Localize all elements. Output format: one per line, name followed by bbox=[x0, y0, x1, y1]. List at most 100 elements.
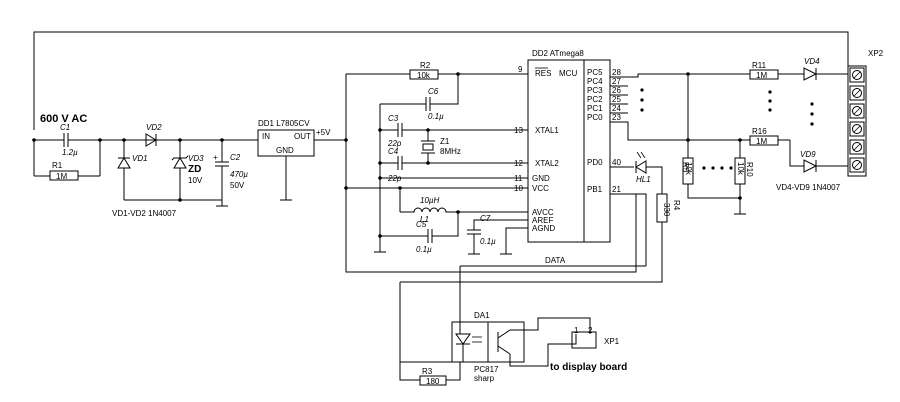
r4-value: 330 bbox=[662, 203, 671, 217]
pc817-label: PC817 bbox=[474, 365, 499, 374]
pin26: 26 bbox=[612, 86, 621, 95]
pin9: 9 bbox=[518, 65, 523, 74]
r1-ref: R1 bbox=[52, 161, 63, 170]
c2-plus: + bbox=[213, 153, 218, 162]
vd4-label: VD4 bbox=[804, 57, 820, 66]
agnd-wire bbox=[505, 227, 528, 254]
c2-value: 470µ bbox=[230, 170, 248, 179]
top-bus-wire bbox=[33, 31, 849, 110]
junction bbox=[32, 138, 36, 142]
vd9-label: VD9 bbox=[800, 150, 816, 159]
xp1-wire-1 bbox=[509, 334, 577, 367]
pin12: 12 bbox=[514, 159, 523, 168]
pin10: 10 bbox=[514, 184, 523, 193]
vd3-label: VD3 bbox=[188, 154, 204, 163]
xp2-cell bbox=[849, 67, 865, 83]
plus5v-label: +5V bbox=[316, 128, 331, 137]
transistor-emitter bbox=[497, 345, 511, 355]
xp2-screw bbox=[852, 142, 862, 152]
xp2-cell bbox=[849, 157, 865, 173]
l1-inductor bbox=[400, 207, 528, 213]
aref-wire bbox=[473, 219, 528, 230]
ellipsis-dot bbox=[810, 112, 814, 116]
pin-pc0: PC0 bbox=[587, 113, 603, 122]
dd2-mcu-mid bbox=[583, 59, 611, 243]
hl1-led bbox=[635, 160, 647, 174]
pin-pc5: PC5 bbox=[587, 68, 603, 77]
c1-value: 1.2µ bbox=[62, 148, 78, 157]
pin-pd0: PD0 bbox=[587, 158, 603, 167]
dd2-title: DD2 ATmega8 bbox=[532, 49, 584, 58]
r1-value: 1M bbox=[56, 172, 67, 181]
pin-gnd: GND bbox=[532, 174, 550, 183]
sharp-label: sharp bbox=[474, 374, 495, 383]
ellipsis-dot bbox=[640, 108, 644, 112]
wire bbox=[446, 362, 461, 381]
xp2-screws bbox=[849, 67, 865, 173]
vd-note-2: VD4-VD9 1N4007 bbox=[776, 183, 841, 192]
ellipsis-dot bbox=[640, 88, 644, 92]
l1-value: 10µH bbox=[420, 196, 440, 205]
pin21: 21 bbox=[612, 185, 621, 194]
pin-res: RES bbox=[535, 69, 551, 78]
vd1-diode bbox=[117, 157, 131, 169]
c1-ref: C1 bbox=[60, 123, 70, 132]
pin27: 27 bbox=[612, 77, 621, 86]
xp2-cell bbox=[849, 121, 865, 137]
pin-avcc: AVCC bbox=[532, 208, 554, 217]
plus5v-rail bbox=[345, 74, 637, 273]
z1-crystal bbox=[422, 143, 434, 151]
vd3-zener bbox=[173, 157, 187, 169]
pin-vcc: VCC bbox=[532, 184, 549, 193]
pin-xtal1: XTAL1 bbox=[535, 126, 559, 135]
wire bbox=[687, 184, 740, 199]
r16-value: 1M bbox=[756, 137, 767, 146]
xp2-cell bbox=[849, 103, 865, 119]
da1-label: DA1 bbox=[474, 311, 490, 320]
screw-slot bbox=[853, 89, 861, 97]
wire bbox=[432, 212, 459, 237]
hl1-label: HL1 bbox=[636, 175, 651, 184]
wire bbox=[399, 282, 420, 381]
dd1-in: IN bbox=[262, 132, 270, 141]
c5-value: 0.1µ bbox=[416, 245, 432, 254]
xp2-screw bbox=[852, 70, 862, 80]
c2-ref: C2 bbox=[230, 153, 241, 162]
ellipsis-dot bbox=[768, 108, 772, 112]
junction bbox=[98, 138, 102, 142]
ellipsis-dot bbox=[711, 166, 715, 170]
transistor-collector bbox=[497, 329, 511, 339]
junction bbox=[398, 186, 402, 190]
wire bbox=[430, 74, 459, 105]
r11-value: 1M bbox=[756, 71, 767, 80]
c3-value: 22p bbox=[387, 139, 402, 148]
xp2-screw bbox=[852, 124, 862, 134]
pin-pc1: PC1 bbox=[587, 104, 603, 113]
ellipsis-dot bbox=[768, 90, 772, 94]
ellipsis-dot bbox=[640, 98, 644, 102]
pin-pc2: PC2 bbox=[587, 95, 603, 104]
xp2-cell bbox=[849, 139, 865, 155]
c7-value: 0.1µ bbox=[480, 237, 496, 246]
c6-ref: C6 bbox=[428, 87, 439, 96]
xp1-wire-2 bbox=[510, 317, 591, 334]
xp2-terminal-block bbox=[847, 65, 867, 177]
xp2-screw bbox=[852, 88, 862, 98]
junction bbox=[738, 196, 742, 200]
ellipsis-dot bbox=[702, 166, 706, 170]
vd2-label: VD2 bbox=[146, 123, 162, 132]
r11-ref: R11 bbox=[752, 61, 767, 70]
r16-ref: R16 bbox=[752, 127, 767, 136]
screw-slot bbox=[853, 71, 861, 79]
pin-aref: AREF bbox=[532, 216, 553, 225]
xp2-cell bbox=[849, 85, 865, 101]
r4-ref: R4 bbox=[672, 200, 681, 211]
pc0-wire bbox=[610, 121, 688, 141]
r5-value: 10k bbox=[684, 162, 693, 176]
r2-ref: R2 bbox=[420, 61, 431, 70]
ellipsis-dot bbox=[810, 102, 814, 106]
xp1-connector bbox=[571, 331, 597, 349]
wire bbox=[400, 352, 464, 363]
pin-xtal2: XTAL2 bbox=[535, 159, 559, 168]
pin24: 24 bbox=[612, 104, 621, 113]
